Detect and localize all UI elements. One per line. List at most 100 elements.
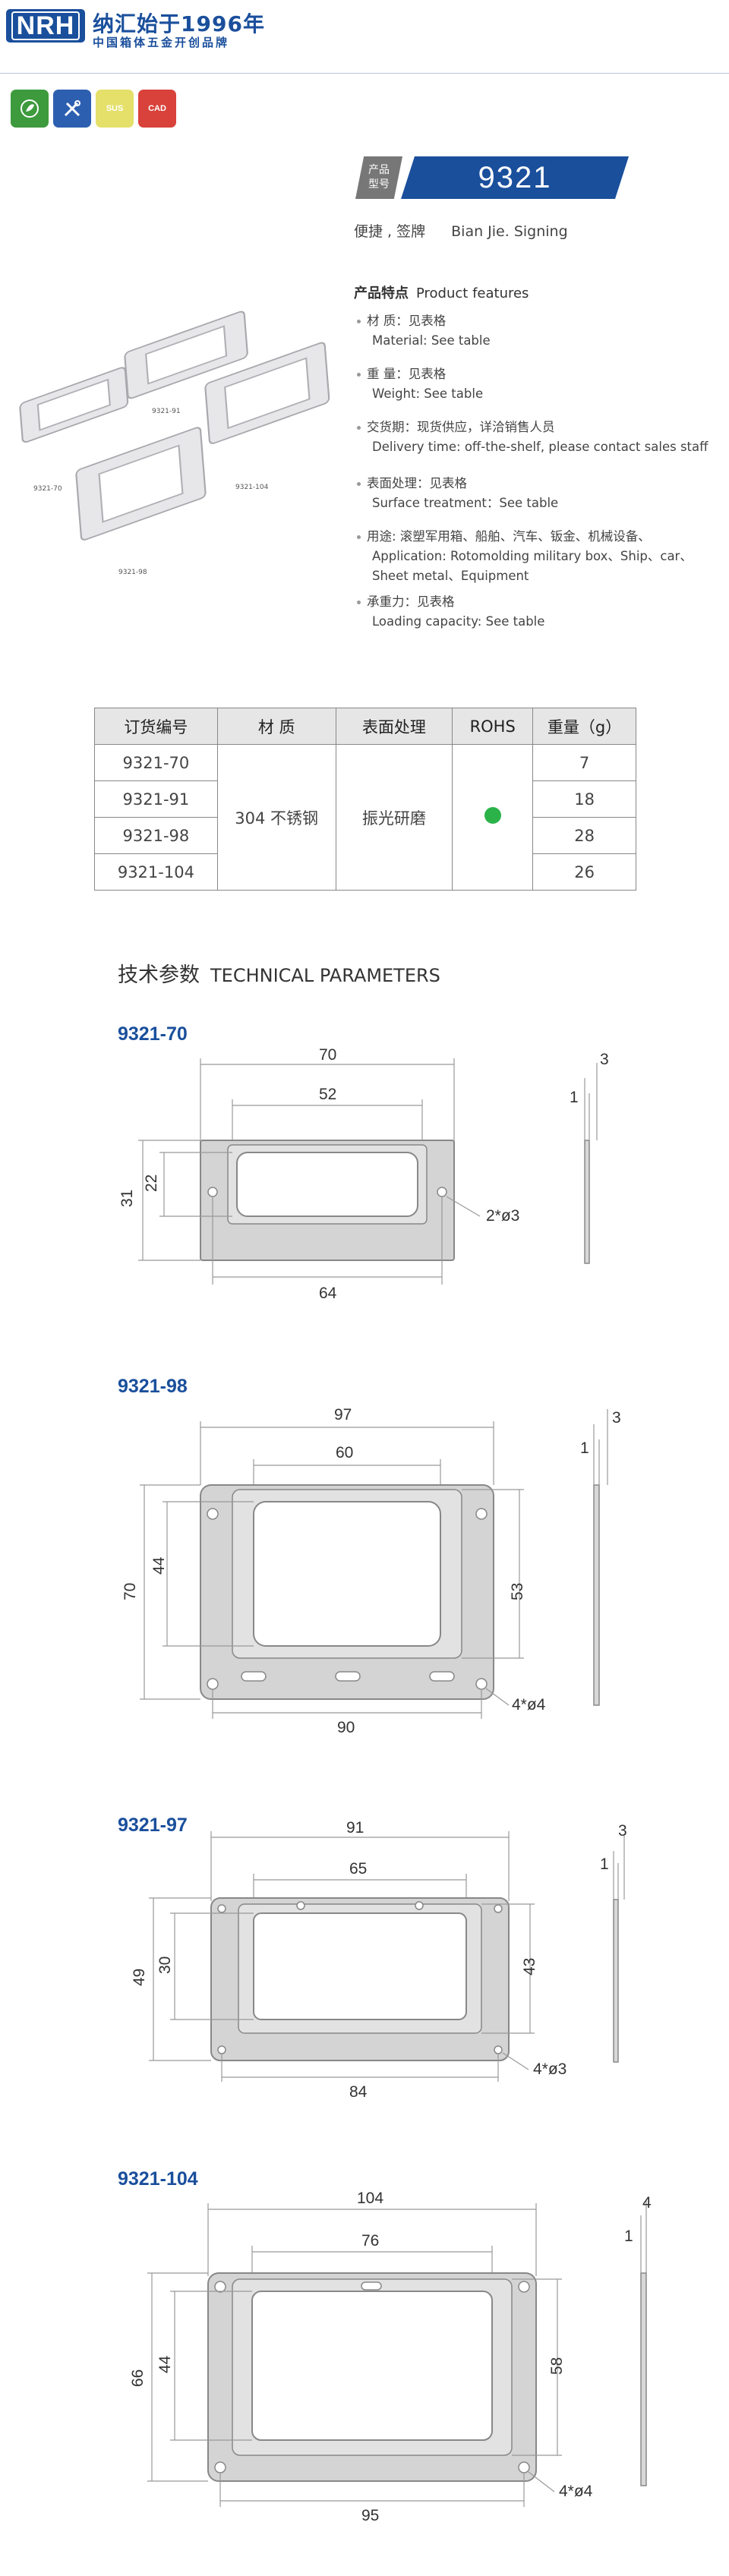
cell-material: 304 不锈钢 (216, 744, 336, 891)
cell-weight: 28 (532, 817, 636, 854)
drawing-9321-98: 97 60 70 44 53 90 4*ø4 3 1 (122, 1406, 621, 1736)
side-profile (640, 2272, 647, 2486)
cell-code: 9321-104 (94, 853, 218, 891)
cell-code: 9321-98 (94, 817, 218, 854)
cell-rohs (452, 744, 534, 891)
bullet-icon (357, 601, 361, 604)
thumb-label-70: 9321-70 (33, 485, 62, 493)
model-number: 9321 (401, 156, 629, 199)
dim-thickness-2: 1 (624, 2228, 633, 2245)
side-profile (584, 1140, 590, 1264)
product-thumb-104 (204, 342, 330, 444)
product-thumb-98 (75, 427, 207, 541)
bullet-icon (357, 426, 361, 430)
cell-weight: 26 (532, 853, 636, 891)
bullet-icon (357, 320, 361, 323)
part-label-98: 9321-98 (118, 1376, 188, 1397)
dim-width: 70 (319, 1046, 336, 1064)
cell-weight: 7 (532, 744, 636, 781)
thumb-label-104: 9321-104 (235, 484, 269, 491)
dim-height: 70 (122, 1583, 139, 1600)
feature-application: 用途: 滚塑军用箱、船舶、汽车、钣金、机械设备、Application: Rot… (357, 527, 721, 586)
part-label-104: 9321-104 (118, 2168, 198, 2190)
drawing-9321-97: 91 65 49 30 43 84 4*ø3 3 1 (131, 1819, 627, 2101)
col-header-weight: 重量（g） (532, 708, 636, 745)
spec-table: 订货编号 材 质 表面处理 ROHS 重量（g） 9321-70 304 不锈钢… (94, 708, 636, 891)
bullet-icon (357, 482, 361, 486)
dim-inner-height: 30 (156, 1956, 174, 1974)
dim-height: 66 (129, 2369, 147, 2387)
bullet-icon (357, 535, 361, 539)
table-row: 9321-98 28 (94, 817, 636, 854)
brand-logo: NRH (6, 9, 85, 43)
eco-badge (11, 90, 49, 128)
dim-thickness-2: 1 (600, 1856, 609, 1873)
part-label-97: 9321-97 (118, 1815, 188, 1836)
dim-hole-span: 64 (319, 1285, 337, 1302)
dim-width: 97 (334, 1406, 352, 1424)
dim-thickness: 3 (612, 1409, 621, 1427)
product-thumb-91 (124, 311, 248, 399)
dim-width: 104 (357, 2190, 383, 2207)
table-row: 9321-104 26 (94, 853, 636, 891)
table-row: 9321-70 304 不锈钢 振光研磨 7 (94, 744, 636, 891)
thumb-label-98: 9321-98 (118, 569, 147, 576)
side-profile (613, 1899, 619, 2063)
dim-side: 58 (548, 2357, 566, 2375)
dim-inner-height: 44 (150, 1556, 168, 1575)
header-divider (0, 73, 729, 74)
dim-holes: 4*ø4 (559, 2483, 593, 2500)
cell-code: 9321-91 (94, 780, 218, 818)
dim-inner-height: 44 (156, 2355, 174, 2373)
dim-thickness: 4 (642, 2194, 652, 2212)
dim-inner-width: 60 (336, 1444, 353, 1461)
leaf-icon (21, 99, 39, 118)
dim-hole-span: 90 (337, 1719, 355, 1736)
col-header-code: 订货编号 (94, 708, 218, 745)
bullet-icon (357, 373, 361, 377)
side-profile (593, 1484, 600, 1706)
table-row: 9321-91 18 (94, 780, 636, 818)
dim-thickness-2: 1 (580, 1439, 589, 1457)
dim-thickness: 3 (600, 1051, 609, 1068)
product-thumb-70 (19, 367, 129, 443)
dim-inner-height: 22 (143, 1174, 160, 1192)
sus-badge: SUS (96, 90, 134, 128)
cell-weight: 18 (532, 780, 636, 818)
dim-inner-width: 76 (361, 2232, 379, 2250)
table-header-row: 订货编号 材 质 表面处理 ROHS 重量（g） (94, 708, 636, 745)
wrench-icon (64, 100, 80, 117)
drawing-9321-70: 70 52 31 22 64 2*ø3 3 1 (118, 1046, 609, 1302)
cell-surface: 振光研磨 (335, 744, 453, 891)
cad-badge: CAD (138, 90, 176, 128)
thumb-label-91: 9321-91 (152, 408, 181, 415)
brand-name: 纳汇始于1996年 (93, 11, 265, 36)
dim-thickness-2: 1 (570, 1089, 579, 1106)
dim-holes: 4*ø4 (512, 1696, 546, 1714)
tools-badge (53, 90, 91, 128)
model-tag: 产品型号 (355, 156, 402, 199)
rohs-dot-icon (484, 807, 501, 824)
dim-height: 31 (118, 1190, 136, 1207)
col-header-material: 材 质 (216, 708, 336, 745)
col-header-rohs: ROHS (452, 708, 534, 745)
dim-hole-span: 95 (361, 2507, 379, 2524)
brand-subtitle: 中国箱体五金开创品牌 (93, 36, 230, 49)
dim-holes: 2*ø3 (486, 1207, 519, 1225)
col-header-surface: 表面处理 (335, 708, 453, 745)
dim-holes: 4*ø3 (533, 2060, 566, 2078)
dim-inner-width: 52 (319, 1086, 336, 1103)
dim-inner-width: 65 (349, 1860, 367, 1878)
dim-height: 49 (131, 1969, 148, 1986)
dim-hole-span: 84 (349, 2083, 368, 2101)
cell-code: 9321-70 (94, 744, 218, 781)
dim-thickness: 3 (618, 1822, 627, 1840)
